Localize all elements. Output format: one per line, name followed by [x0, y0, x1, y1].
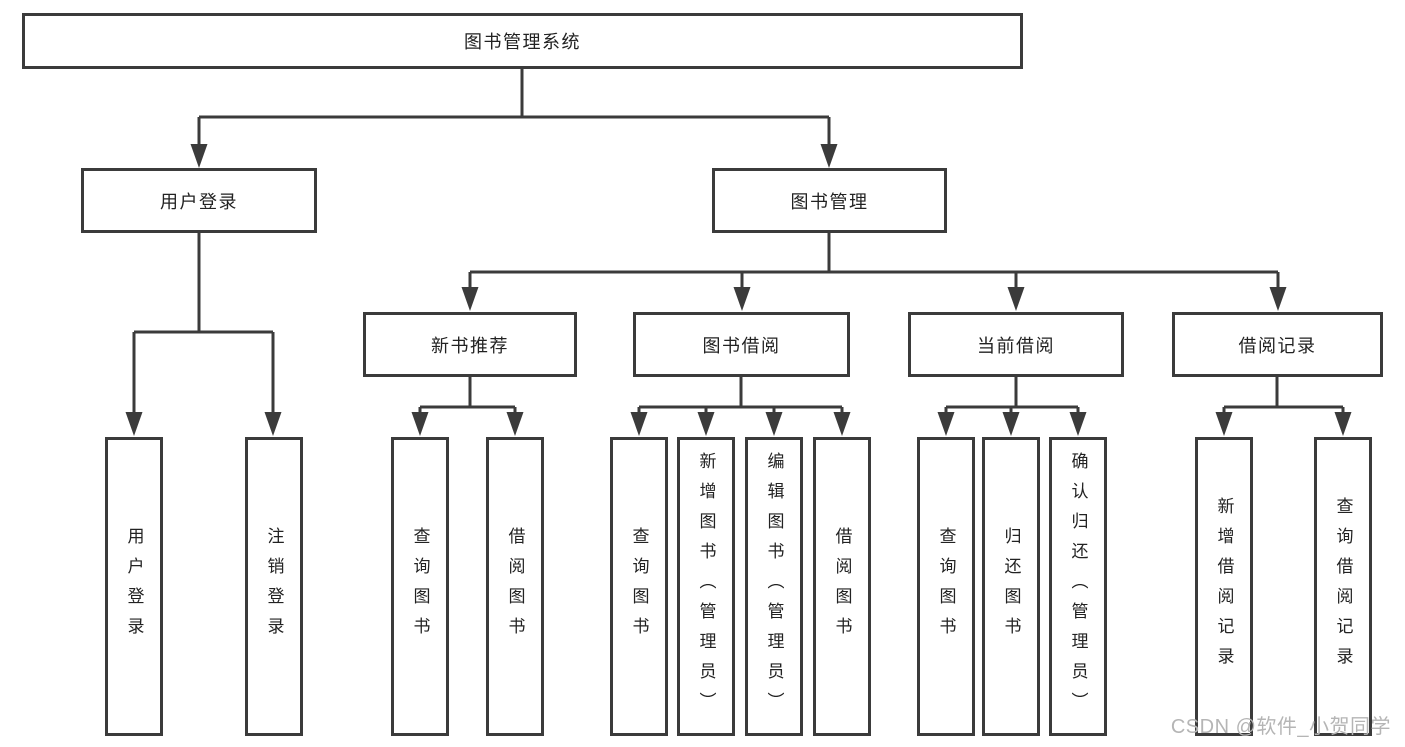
node-label: 查询图书 — [410, 526, 430, 647]
node-label: 当前借阅 — [977, 335, 1055, 356]
watermark-text: CSDN @软件_小贺同学 — [1170, 716, 1391, 738]
node-label: 图书管理系统 — [464, 32, 581, 52]
leaf-borrow-books: 借阅图书 — [813, 437, 871, 736]
node-label: 借阅图书 — [832, 526, 852, 647]
node-label: 查询图书 — [936, 526, 956, 647]
leaf-query-books: 查询图书 — [610, 437, 668, 736]
node-label: 用户登录 — [124, 526, 144, 647]
arrowhead-icons — [125, 144, 1352, 436]
node-label: 新增图书（管理员） — [696, 451, 716, 722]
node-borrowing-records: 借阅记录 — [1172, 312, 1383, 377]
node-label: 图书借阅 — [702, 335, 781, 356]
node-user-login: 用户登录 — [81, 168, 317, 233]
leaf-logout: 注销登录 — [245, 437, 303, 736]
node-book-management: 图书管理 — [712, 168, 947, 233]
leaf-return-books: 归还图书 — [982, 437, 1040, 736]
node-label: 借阅记录 — [1238, 335, 1317, 356]
node-label: 归还图书 — [1001, 526, 1021, 647]
leaf-confirm-return-admin: 确认归还（管理员） — [1049, 437, 1107, 736]
leaf-borrow-books: 借阅图书 — [486, 437, 544, 736]
leaf-query-books: 查询图书 — [391, 437, 449, 736]
node-label: 用户登录 — [160, 191, 238, 212]
leaf-query-borrow-record: 查询借阅记录 — [1314, 437, 1372, 736]
node-label: 注销登录 — [264, 526, 284, 647]
node-label: 编辑图书（管理员） — [764, 451, 784, 722]
node-label: 查询借阅记录 — [1333, 496, 1353, 677]
node-label: 借阅图书 — [505, 526, 525, 647]
node-label: 新增借阅记录 — [1214, 496, 1234, 677]
leaf-add-books-admin: 新增图书（管理员） — [677, 437, 735, 736]
leaf-query-books: 查询图书 — [917, 437, 975, 736]
leaf-edit-books-admin: 编辑图书（管理员） — [745, 437, 803, 736]
node-label: 确认归还（管理员） — [1068, 451, 1088, 722]
node-label: 新书推荐 — [431, 335, 509, 356]
leaf-add-borrow-record: 新增借阅记录 — [1195, 437, 1253, 736]
node-label: 查询图书 — [629, 526, 649, 647]
node-book-borrowing: 图书借阅 — [633, 312, 850, 377]
leaf-user-login: 用户登录 — [105, 437, 163, 736]
node-current-borrowing: 当前借阅 — [908, 312, 1124, 377]
node-new-book-recommend: 新书推荐 — [363, 312, 577, 377]
node-label: 图书管理 — [790, 191, 869, 212]
node-library-management-system: 图书管理系统 — [22, 13, 1023, 69]
